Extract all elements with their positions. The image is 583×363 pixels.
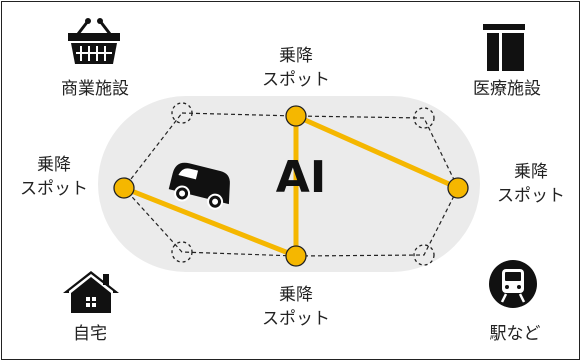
ai-route — [121, 113, 461, 259]
candidate-stop — [171, 102, 193, 124]
active-stop-bottom — [285, 245, 307, 267]
station-label: 駅など — [489, 324, 541, 344]
hospital-building-icon — [483, 24, 525, 71]
stop-label-bottom: 乗降スポット — [262, 285, 330, 329]
active-stop-right — [447, 177, 469, 199]
shopping-basket-icon — [68, 18, 120, 64]
house-icon — [63, 271, 119, 313]
active-stop-top — [285, 105, 307, 127]
commercial-facility-label: 商業施設 — [61, 79, 129, 99]
candidate-stop — [413, 244, 435, 266]
home-label: 自宅 — [73, 324, 107, 344]
ai-label: AI — [276, 152, 326, 203]
medical-facility-label: 医療施設 — [473, 79, 541, 99]
candidate-stop — [171, 241, 193, 263]
possible-route-outline — [123, 112, 459, 257]
stop-label-left: 乗降スポット — [20, 155, 88, 199]
service-area-pill — [98, 96, 480, 272]
train-icon — [489, 260, 537, 308]
active-stop-left — [113, 177, 135, 199]
stop-label-top: 乗降スポット — [262, 46, 330, 90]
candidate-stop — [413, 107, 435, 129]
stop-label-right: 乗降スポット — [497, 162, 565, 206]
van-icon — [168, 162, 230, 210]
